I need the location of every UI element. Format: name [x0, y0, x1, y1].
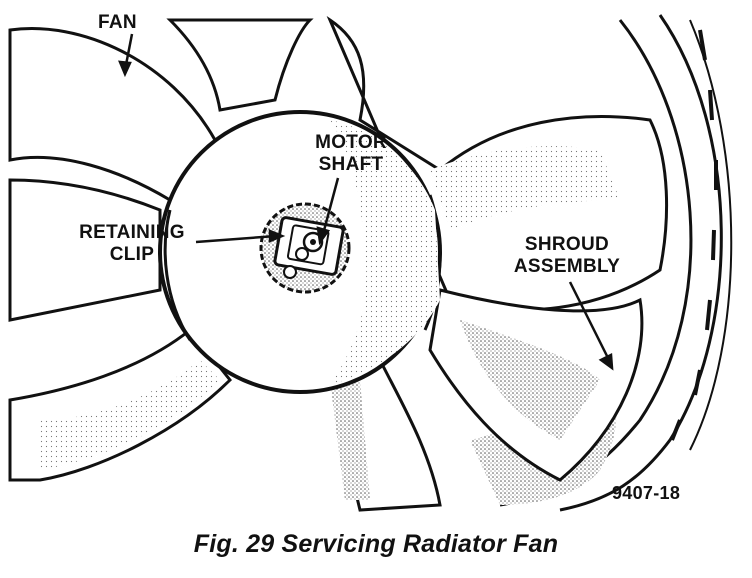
- motor-shaft-assembly: [259, 202, 351, 294]
- shroud-assembly-label: SHROUD ASSEMBLY: [513, 234, 621, 277]
- leader-lines: [118, 33, 614, 371]
- part-number-label: 9407-18: [612, 483, 681, 503]
- fan-label: FAN: [98, 12, 137, 33]
- retaining-clip-label: RETAINING CLIP: [79, 222, 185, 265]
- figure-caption: Fig. 29 Servicing Radiator Fan: [193, 530, 559, 558]
- motor-shaft-label: MOTOR SHAFT: [315, 132, 387, 175]
